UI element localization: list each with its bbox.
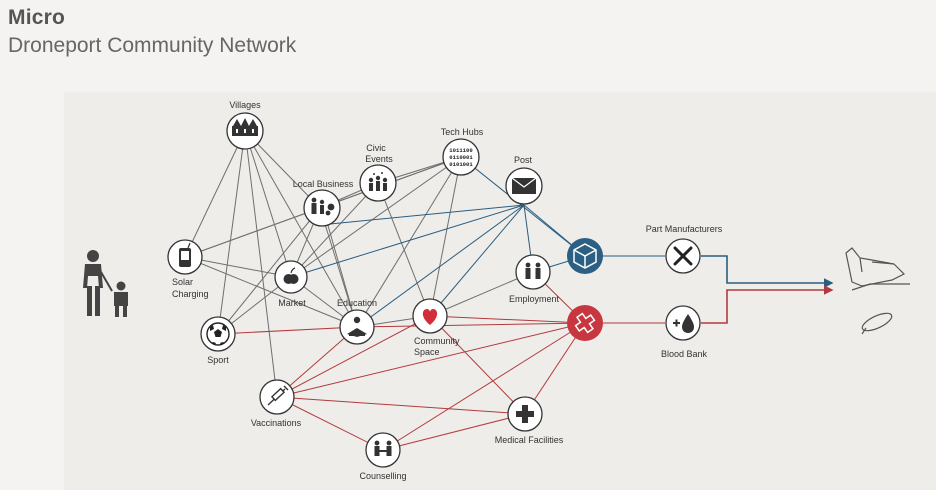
- label-tech-hubs: Tech Hubs: [441, 127, 484, 137]
- link-market-techhubs: [290, 156, 462, 278]
- label-community-space-line1: Community: [414, 336, 460, 346]
- link-parts-drone: [701, 255, 834, 288]
- label-villages: Villages: [229, 100, 261, 110]
- syringe-icon: [267, 385, 289, 406]
- node-red-hub[interactable]: [567, 305, 603, 341]
- label-civic-events-line2: Events: [365, 154, 393, 164]
- link-market-civic: [290, 182, 379, 278]
- link-villages-solar: [184, 130, 246, 258]
- link-community-medical: [429, 315, 526, 415]
- link-counselling-redhub: [382, 322, 586, 451]
- node-sport[interactable]: Sport: [200, 316, 236, 365]
- workers-icon: [525, 262, 541, 279]
- family-figures-icon: [83, 250, 128, 317]
- heart-icon: [422, 309, 438, 325]
- business-people-icon: [311, 197, 335, 216]
- link-vacc-redhub: [276, 322, 586, 398]
- counselling-icon: [374, 440, 392, 456]
- binary-line: 0110001: [449, 154, 473, 161]
- link-post-business: [319, 204, 525, 226]
- label-counselling: Counselling: [359, 471, 406, 481]
- node-tech-hubs[interactable]: 1011100 0110001 0101001 Tech Hubs: [441, 127, 484, 176]
- link-sport-education: [217, 326, 358, 335]
- node-counselling[interactable]: Counselling: [359, 432, 407, 481]
- link-villages-education: [244, 130, 358, 328]
- villages-icon: [232, 118, 258, 136]
- link-solar-market: [184, 256, 292, 278]
- red-links: [217, 271, 834, 451]
- node-blue-hub[interactable]: [567, 238, 603, 274]
- red-cross-icon: [574, 312, 596, 334]
- envelope-icon: [511, 177, 537, 194]
- label-solar-charging-line2: Charging: [172, 289, 209, 299]
- link-sport-business: [217, 207, 321, 335]
- link-bloodbank-drone: [701, 285, 834, 324]
- football-icon: [206, 322, 230, 346]
- label-blood-bank: Blood Bank: [661, 349, 708, 359]
- tools-icon: [673, 246, 693, 266]
- node-education[interactable]: Education: [337, 298, 377, 345]
- cargo-cube-icon: [573, 243, 597, 269]
- label-medical-facilities: Medical Facilities: [495, 435, 564, 445]
- node-blood-bank[interactable]: Blood Bank: [661, 305, 708, 359]
- link-vacc-medical: [276, 396, 526, 415]
- link-vacc-community: [276, 315, 431, 398]
- label-sport: Sport: [207, 355, 229, 365]
- label-vaccinations: Vaccinations: [251, 418, 302, 428]
- medical-cross-icon: [516, 405, 534, 423]
- reader-icon: [347, 316, 367, 337]
- link-techhubs-bluehub: [460, 156, 586, 257]
- label-market: Market: [278, 298, 306, 308]
- node-market[interactable]: Market: [274, 260, 308, 308]
- link-villages-market: [244, 130, 292, 278]
- label-education: Education: [337, 298, 377, 308]
- link-post-education: [356, 204, 525, 328]
- link-counselling-medical: [382, 413, 526, 451]
- node-community-space[interactable]: Community Space: [412, 298, 460, 357]
- label-employment: Employment: [509, 294, 560, 304]
- link-community-techhubs: [429, 156, 462, 317]
- label-part-manufacturers: Part Manufacturers: [646, 224, 723, 234]
- link-community-employment: [429, 271, 534, 317]
- node-vaccinations[interactable]: Vaccinations: [251, 379, 302, 428]
- node-solar-charging[interactable]: Solar Charging: [167, 239, 209, 299]
- label-community-space-line2: Space: [414, 347, 440, 357]
- link-post-market: [290, 204, 525, 278]
- binary-line: 1011100: [449, 147, 473, 154]
- node-post[interactable]: Post: [505, 155, 543, 205]
- apple-icon: [283, 267, 299, 284]
- node-part-manufacturers[interactable]: Part Manufacturers: [646, 224, 723, 274]
- binary-code-icon: 1011100 0110001 0101001: [449, 147, 473, 168]
- blood-drop-icon: [673, 314, 694, 333]
- label-local-business: Local Business: [293, 179, 354, 189]
- gray-links: [184, 130, 534, 398]
- crowd-icon: [368, 172, 388, 191]
- link-villages-sport: [217, 130, 246, 335]
- link-vacc-counselling: [276, 396, 384, 451]
- blue-links: [290, 156, 834, 328]
- label-post: Post: [514, 155, 533, 165]
- link-post-community: [429, 204, 525, 317]
- node-medical-facilities[interactable]: Medical Facilities: [495, 396, 564, 445]
- label-civic-events-line1: Civic: [366, 143, 386, 153]
- link-vacc-education: [276, 326, 358, 398]
- link-medical-redhub: [524, 322, 586, 415]
- node-villages[interactable]: Villages: [226, 100, 264, 150]
- node-civic-events[interactable]: Civic Events: [359, 143, 397, 202]
- label-solar-charging-line1: Solar: [172, 277, 193, 287]
- mobile-phone-icon: [179, 242, 191, 267]
- node-employment[interactable]: Employment: [509, 254, 560, 304]
- link-business-education-2: [322, 207, 358, 328]
- binary-line: 0101001: [449, 161, 473, 168]
- page-title: Micro: [8, 6, 66, 29]
- page-subtitle: Droneport Community Network: [8, 34, 297, 57]
- diagram-panel: [64, 92, 936, 490]
- link-education-redhub: [356, 322, 586, 328]
- link-education-techhubs: [356, 156, 462, 328]
- link-community-redhub: [429, 315, 586, 324]
- drone-icon: [845, 247, 910, 335]
- link-villages-vaccinations: [244, 130, 278, 398]
- node-local-business[interactable]: Local Business: [293, 179, 354, 227]
